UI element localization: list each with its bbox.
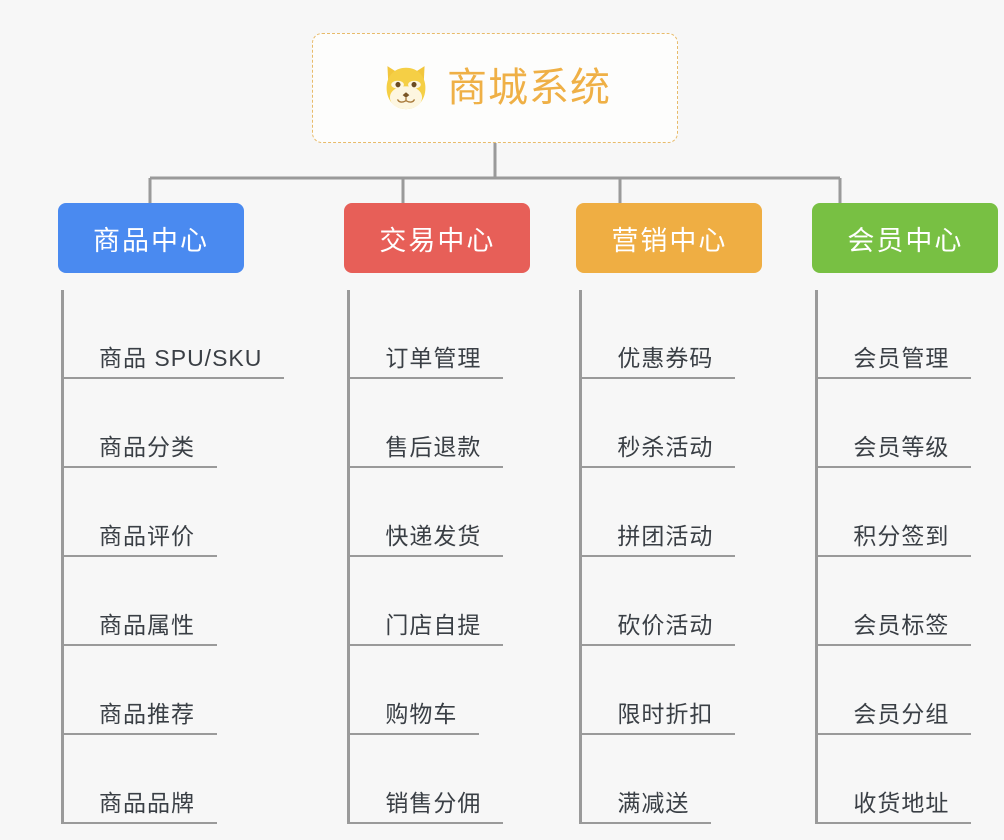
leaf-label: 购物车 [385,700,458,727]
leaf-item[interactable]: 会员标签 [815,557,972,646]
leaf-item[interactable]: 收货地址 [815,735,972,824]
leaf-label: 收货地址 [853,789,950,816]
leaf-item[interactable]: 会员分组 [815,646,972,735]
leaf-item[interactable]: 拼团活动 [579,468,736,557]
column-header-1[interactable]: 商品中心 [58,203,244,273]
leaf-item[interactable]: 销售分佣 [347,735,504,824]
leaf-label: 商品属性 [99,611,195,638]
column-header-3[interactable]: 营销中心 [576,203,763,273]
column-transaction-center: 交易中心 订单管理 售后退款 快递发货 门店自提 购物车 销售分佣 [344,203,531,824]
leaf-item[interactable]: 商品分类 [61,379,217,468]
leaf-label: 限时折扣 [617,700,714,727]
leaf-item[interactable]: 商品推荐 [61,646,217,735]
leaf-label: 会员标签 [853,611,950,638]
leaf-label: 门店自提 [385,611,482,638]
column-commodity-center: 商品中心 商品 SPU/SKU 商品分类 商品评价 商品属性 商品推荐 [58,203,285,824]
column-header-2[interactable]: 交易中心 [344,203,531,273]
leaf-label: 商品分类 [99,433,195,460]
leaf-label: 商品推荐 [99,700,195,727]
leaf-label: 售后退款 [385,433,482,460]
leaf-label: 订单管理 [385,344,482,371]
leaf-label: 秒杀活动 [617,433,714,460]
root-title: 商城系统 [447,66,611,110]
leaf-label: 商品 SPU/SKU [99,344,263,371]
leaf-list-1: 商品 SPU/SKU 商品分类 商品评价 商品属性 商品推荐 商品品牌 [58,290,285,824]
leaf-label: 商品评价 [99,522,195,549]
leaf-item[interactable]: 砍价活动 [579,557,736,646]
leaf-item[interactable]: 积分签到 [815,468,972,557]
leaf-label: 快递发货 [385,522,482,549]
leaf-label: 会员管理 [853,344,950,371]
leaf-item[interactable]: 门店自提 [347,557,504,646]
leaf-item[interactable]: 售后退款 [347,379,504,468]
leaf-item[interactable]: 订单管理 [347,290,504,379]
leaf-item[interactable]: 商品属性 [61,557,217,646]
category-columns: 商品中心 商品 SPU/SKU 商品分类 商品评价 商品属性 商品推荐 [0,203,1004,824]
leaf-item[interactable]: 商品评价 [61,468,217,557]
leaf-item[interactable]: 购物车 [347,646,480,735]
leaf-list-4: 会员管理 会员等级 积分签到 会员标签 会员分组 收货地址 [812,290,972,824]
column-marketing-center: 营销中心 优惠券码 秒杀活动 拼团活动 砍价活动 限时折扣 满减送 [576,203,763,824]
leaf-item[interactable]: 优惠券码 [579,290,736,379]
leaf-label: 会员等级 [853,433,950,460]
leaf-label: 商品品牌 [99,789,195,816]
leaf-item[interactable]: 商品 SPU/SKU [61,290,285,379]
column-header-4[interactable]: 会员中心 [812,203,999,273]
leaf-item[interactable]: 会员等级 [815,379,972,468]
leaf-label: 销售分佣 [385,789,482,816]
leaf-item[interactable]: 满减送 [579,735,712,824]
root-node[interactable]: 商城系统 [312,33,678,143]
leaf-label: 优惠券码 [617,344,714,371]
leaf-label: 满减送 [617,789,690,816]
leaf-label: 会员分组 [853,700,950,727]
leaf-list-2: 订单管理 售后退款 快递发货 门店自提 购物车 销售分佣 [344,290,504,824]
leaf-label: 拼团活动 [617,522,714,549]
leaf-item[interactable]: 限时折扣 [579,646,736,735]
column-member-center: 会员中心 会员管理 会员等级 积分签到 会员标签 会员分组 收货地址 [812,203,999,824]
leaf-item[interactable]: 秒杀活动 [579,379,736,468]
leaf-label: 砍价活动 [617,611,714,638]
leaf-item[interactable]: 会员管理 [815,290,972,379]
leaf-list-3: 优惠券码 秒杀活动 拼团活动 砍价活动 限时折扣 满减送 [576,290,736,824]
shiba-inu-dog-face-icon [386,66,426,110]
leaf-item[interactable]: 快递发货 [347,468,504,557]
leaf-label: 积分签到 [853,522,950,549]
leaf-item[interactable]: 商品品牌 [61,735,217,824]
